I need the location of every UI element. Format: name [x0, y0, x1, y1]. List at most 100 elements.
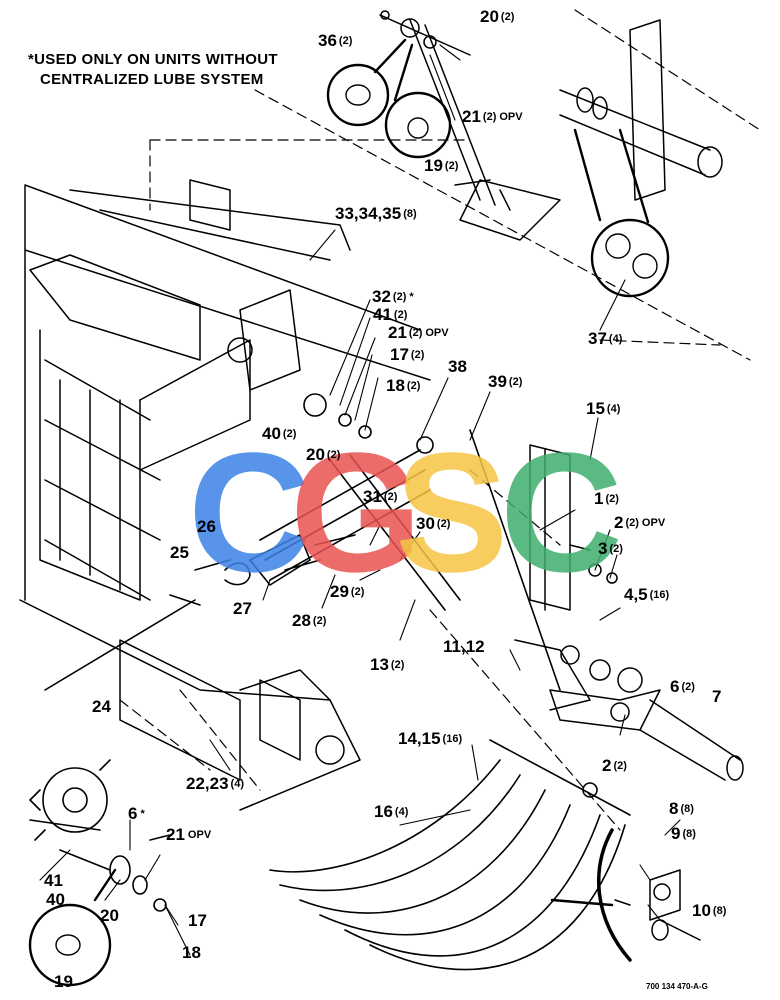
callout-quantity: (4) [394, 806, 409, 818]
callout-suffix: OPV [187, 829, 212, 841]
callout-number: 15 [586, 399, 605, 418]
callout-c38: 38 [448, 358, 467, 376]
callout-c45: 4,5(16) [624, 586, 669, 604]
callout-suffix: OPV [641, 517, 666, 529]
callout-quantity: (2) [282, 428, 297, 440]
callout-number: 14,15 [398, 729, 441, 748]
watermark-letter-4: C [500, 418, 623, 608]
callout-quantity: (2) [326, 449, 341, 461]
callout-c30: 30(2) [416, 515, 450, 533]
callout-c2b: 2(2) [602, 757, 627, 775]
callout-c15: 15(4) [586, 400, 620, 418]
callout-c20c: 20 [100, 907, 119, 925]
callout-c40b: 40 [46, 891, 65, 909]
callout-c7: 7 [712, 688, 721, 706]
callout-number: 41 [373, 305, 392, 324]
callout-number: 9 [671, 824, 681, 843]
callout-number: 39 [488, 372, 507, 391]
sprocket-assembly [29, 759, 171, 912]
stripper-bars [269, 739, 631, 971]
callout-quantity: (8) [712, 905, 727, 917]
callout-c20a: 20(2) [480, 8, 514, 26]
watermark-letter-3: S [395, 418, 509, 608]
callout-c20b: 20(2) [306, 446, 340, 464]
callout-quantity: (2) [408, 327, 423, 339]
callout-number: 18 [386, 376, 405, 395]
callout-quantity: (2) [393, 309, 408, 321]
lube-note: *USED ONLY ON UNITS WITHOUT CENTRALIZED … [28, 50, 278, 90]
callout-number: 32 [372, 287, 391, 306]
callout-quantity: (4) [230, 778, 244, 790]
callout-number: 20 [480, 7, 499, 26]
callout-quantity: (2) [613, 760, 627, 772]
callout-c21a: 21(2)OPV [462, 108, 523, 126]
callout-c8: 8(8) [669, 800, 694, 818]
callout-c3: 3(2) [598, 540, 623, 558]
callout-c28: 28(2) [292, 612, 326, 630]
callout-c16: 16(4) [374, 803, 408, 821]
callout-c17b: 17 [188, 912, 207, 930]
callout-number: 8 [669, 799, 679, 818]
callout-c41b: 41 [44, 872, 63, 890]
callout-c26: 26 [197, 518, 216, 536]
callout-c6a: 6(2) [670, 678, 695, 696]
callout-suffix: OPV [499, 111, 523, 123]
callout-number: 22,23 [186, 774, 229, 793]
watermark-letter-1: C [188, 418, 311, 608]
right-detail-parts [614, 869, 701, 941]
callout-number: 16 [374, 802, 393, 821]
callout-number: 41 [44, 871, 63, 890]
baler-frame [19, 179, 431, 811]
callout-quantity: (2) [482, 111, 497, 123]
callout-quantity: (2) [410, 349, 425, 361]
callout-number: 2 [614, 513, 624, 532]
callout-number: 17 [390, 345, 409, 364]
callout-quantity: (2) [444, 160, 459, 172]
callout-number: 19 [424, 156, 443, 175]
crank-rod-assembly [44, 393, 561, 691]
callout-c1112: 11,12 [443, 638, 485, 656]
detail-parts [55, 84, 658, 956]
callout-c18a: 18(2) [386, 377, 420, 395]
callout-c2a: 2(2)OPV [614, 514, 665, 532]
callout-quantity: (2) [312, 615, 327, 627]
callout-number: 31 [363, 487, 382, 506]
callout-number: 25 [170, 543, 189, 562]
callout-quantity: (2) [406, 380, 421, 392]
detail-circles [28, 38, 670, 987]
callout-number: 21 [388, 323, 407, 342]
callout-quantity: (8) [682, 828, 696, 840]
callout-c13: 13(2) [370, 656, 404, 674]
callout-number: 38 [448, 357, 467, 376]
callout-c29: 29(2) [330, 583, 364, 601]
callout-number: 28 [292, 611, 311, 630]
callout-number: 2 [602, 756, 612, 775]
callout-quantity: (2) [436, 518, 451, 530]
callout-number: 13 [370, 655, 389, 674]
callout-c33: 33,34,35(8) [335, 205, 417, 223]
callout-number: 1 [594, 489, 604, 508]
callout-number: 18 [182, 943, 201, 962]
callout-quantity: (2) [383, 491, 398, 503]
callout-quantity: (8) [680, 803, 694, 815]
callout-c25: 25 [170, 544, 189, 562]
callout-number: 37 [588, 329, 607, 348]
callout-c39: 39(2) [488, 373, 522, 391]
callout-number: 24 [92, 697, 111, 716]
callout-quantity: (2) [508, 376, 523, 388]
callout-number: 40 [262, 424, 281, 443]
callout-quantity: (2) [350, 586, 365, 598]
callout-quantity: (4) [606, 403, 621, 415]
reference-lines [119, 9, 761, 831]
callout-c31: 31(2) [363, 488, 397, 506]
callout-number: 33,34,35 [335, 204, 402, 223]
callout-suffix: OPV [425, 327, 449, 339]
callout-number: 21 [166, 825, 185, 844]
callout-quantity: (8) [403, 208, 417, 220]
callout-number: 10 [692, 901, 711, 920]
callout-number: 11,12 [443, 637, 485, 656]
callout-c19b: 19 [54, 973, 73, 991]
callout-quantity: (2) [625, 517, 639, 529]
